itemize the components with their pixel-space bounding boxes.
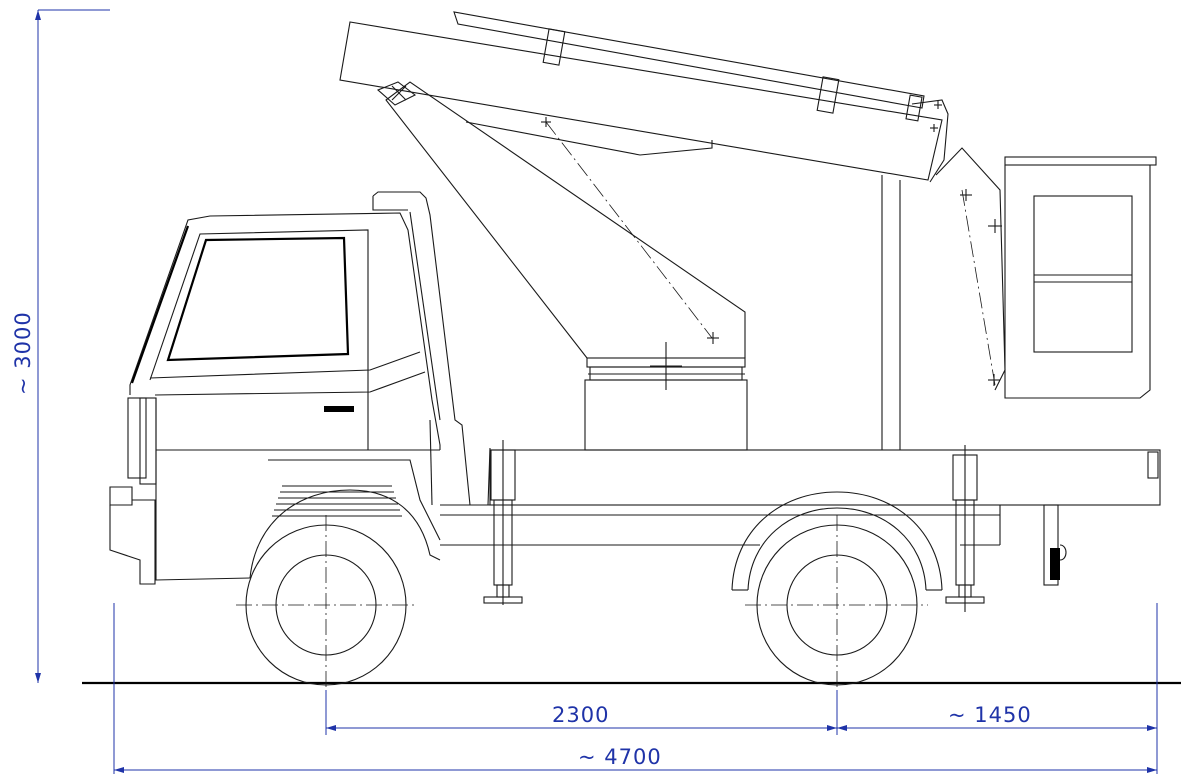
height-label: ~ 3000 (11, 311, 35, 395)
upper-boom (339, 11, 949, 183)
rear-outrigger (945, 445, 985, 612)
height-dimension: ~ 3000 (11, 9, 110, 683)
turntable (584, 342, 748, 451)
front-wheel (236, 515, 416, 690)
front-outrigger (483, 440, 523, 605)
rear-bumper (1043, 504, 1067, 586)
basket (935, 147, 1157, 399)
rear-overhang-label: ~ 1450 (948, 703, 1032, 727)
rear-fender (731, 491, 943, 591)
door-handle (324, 406, 354, 412)
engine-vents (272, 485, 402, 517)
lower-boom (385, 81, 746, 359)
overall-length-label: ~ 4700 (578, 745, 662, 769)
boom-cylinder (453, 11, 925, 109)
wheelbase-label: 2300 (552, 703, 609, 727)
rear-wheel (731, 491, 943, 690)
cab-window (166, 236, 350, 362)
rear-overhang-dimension: ~ 1450 (837, 703, 1157, 731)
overall-length-dimension: ~ 4700 (114, 745, 1157, 773)
wheelbase-dimension: 2300 (326, 703, 837, 731)
exhaust-stack (372, 191, 491, 506)
cab (109, 191, 491, 585)
boom-rest-post (881, 175, 901, 450)
